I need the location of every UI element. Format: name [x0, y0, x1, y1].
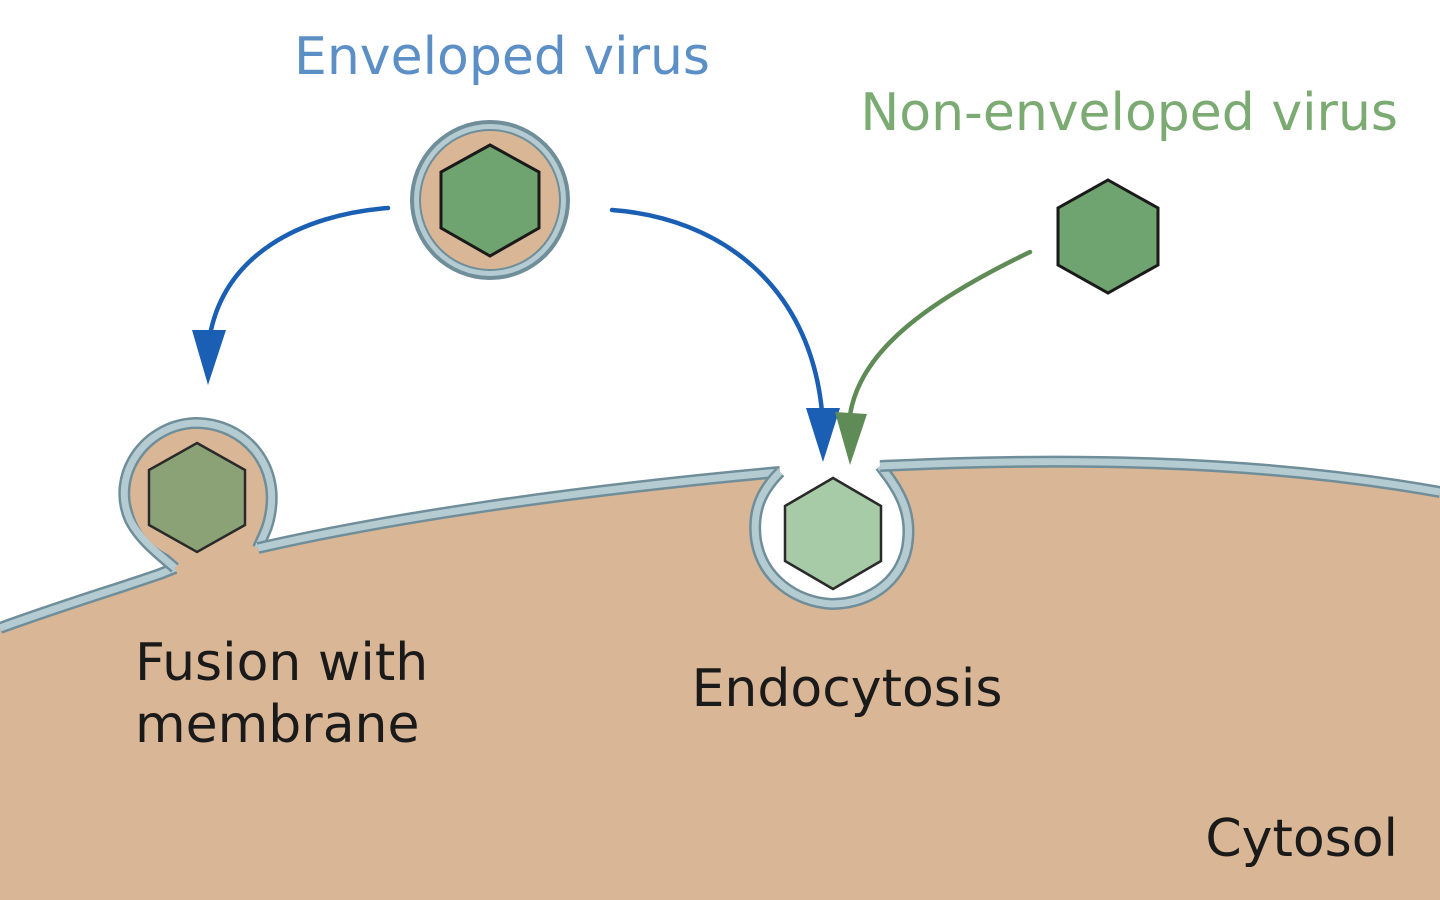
arrow-to-endocytosis-head	[806, 408, 840, 462]
label-fusion-line1: Fusion with	[135, 633, 428, 693]
plasma-membrane-middle-inner	[257, 468, 781, 552]
arrow-to-fusion	[207, 205, 391, 338]
label-cytosol: Cytosol	[1205, 809, 1398, 869]
label-enveloped-virus: Enveloped virus	[294, 27, 710, 87]
label-non-enveloped-virus: Non-enveloped virus	[860, 83, 1398, 143]
non-enveloped-virus-capsid	[1056, 178, 1160, 295]
cytosol-region	[0, 423, 1440, 900]
arrow-to-fusion-head	[192, 330, 226, 385]
label-endocytosis: Endocytosis	[692, 659, 1003, 719]
enveloped-virus-capsid	[439, 143, 541, 258]
arrow-non-enveloped	[847, 249, 1033, 418]
arrow-non-enveloped-head	[835, 412, 867, 465]
plasma-membrane-right-inner	[879, 458, 1440, 496]
endocytosis-pit-membrane-inner	[751, 463, 912, 608]
endocytosed-capsid	[783, 476, 883, 591]
plasma-membrane-left-inner	[0, 564, 177, 632]
arrow-to-endocytosis	[609, 207, 825, 415]
fusion-capsid	[147, 441, 247, 554]
label-fusion-line2: membrane	[135, 695, 420, 755]
fusion-membrane-bulge-inner	[120, 419, 276, 571]
